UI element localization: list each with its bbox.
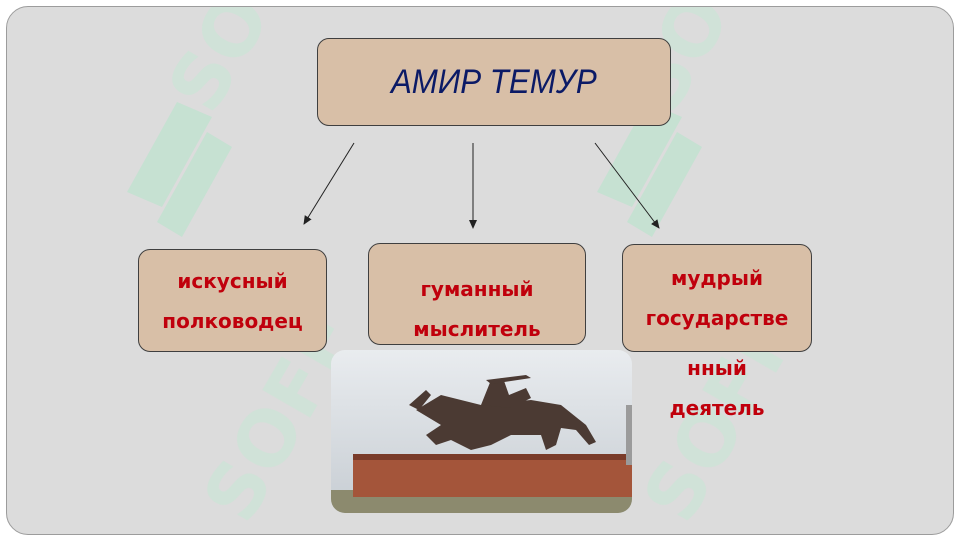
arrows bbox=[303, 142, 660, 229]
arrow-left bbox=[303, 142, 355, 225]
arrow-right bbox=[594, 142, 660, 229]
title-box: АМИР ТЕМУР bbox=[317, 38, 671, 126]
monument-photo bbox=[331, 350, 632, 513]
title-text: АМИР ТЕМУР bbox=[391, 62, 597, 101]
